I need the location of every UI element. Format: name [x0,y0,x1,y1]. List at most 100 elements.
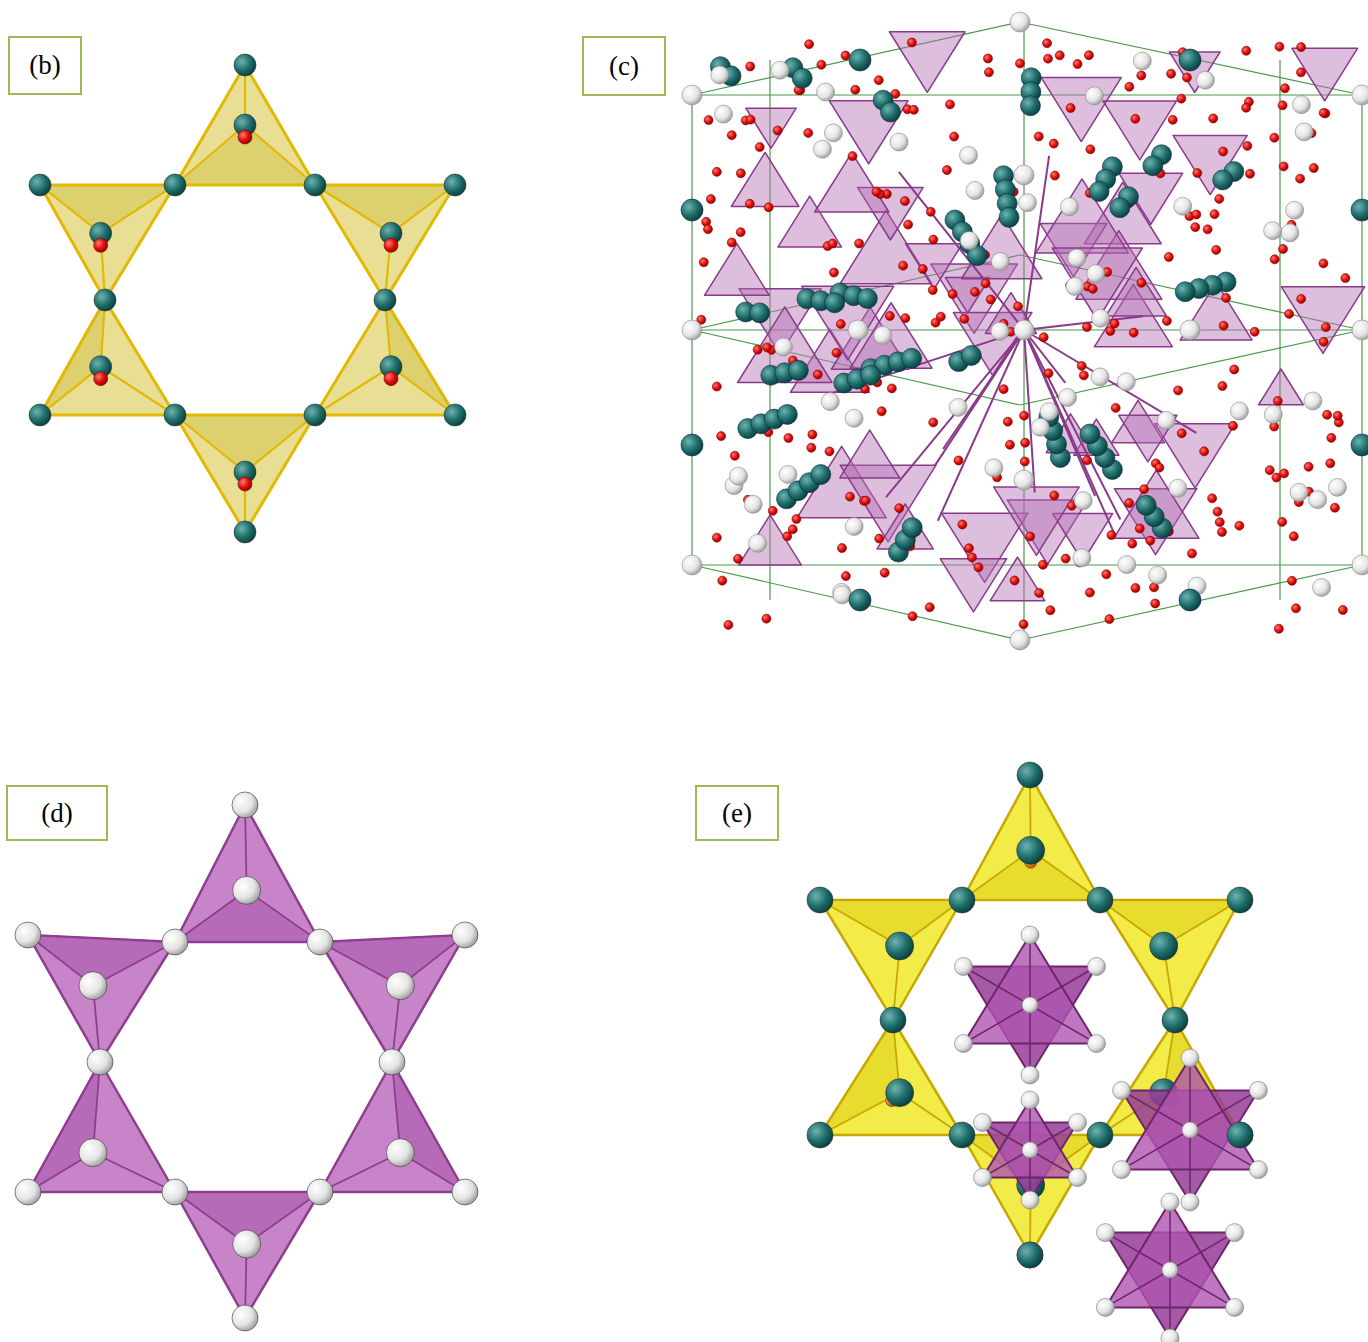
atom-ball [986,295,995,304]
atom-ball [1111,403,1120,412]
atom-ball [1177,429,1186,438]
atom-ball [954,456,963,465]
atom-ball [1208,494,1217,503]
atom-ball [1352,320,1368,340]
atom-ball [1040,403,1058,421]
tetrahedron-face [1292,48,1358,100]
atom-ball [1227,1122,1253,1148]
atom-ball [1227,887,1253,913]
atom-ball [1227,1122,1253,1148]
atom-ball [964,544,973,553]
atom-ball [1289,532,1298,541]
atom-ball [813,140,831,158]
atom-ball [1092,309,1110,327]
atom-ball [1161,1329,1179,1342]
bond-line [1122,1130,1190,1170]
atom-ball [1179,589,1201,611]
atom-ball [874,326,892,344]
atom-ball [1073,549,1091,567]
atom-ball [79,1139,107,1167]
atom-ball [829,268,838,277]
bond-line [964,1005,1031,1044]
atom-ball [955,1035,973,1053]
atom-ball [1168,115,1177,124]
atom-ball [1035,588,1044,597]
atom-ball [828,239,837,248]
bond-line [1170,1270,1235,1307]
tetrahedron-face [1100,900,1240,1020]
bond-line [1189,1058,1191,1130]
atom-ball [845,492,854,501]
atom-ball [1281,224,1299,242]
tetrahedron-face [820,1020,900,1135]
atom-ball [682,320,702,340]
atom-ball [880,568,889,577]
tetrahedron-face [175,805,320,942]
atom-ball [734,554,743,563]
atom-ball [1079,371,1088,380]
atom-ball [1279,244,1288,253]
atom-ball [1082,456,1091,465]
atom-ball [1249,1161,1267,1179]
atom-ball [887,384,896,393]
atom-ball [985,459,1003,477]
tetrahedron-face [1052,248,1142,320]
atom-ball [1034,132,1043,141]
atom-ball [967,553,976,562]
atom-ball [1061,554,1070,563]
atom-ball [384,238,398,252]
atom-ball [1181,1193,1199,1211]
atom-ball [926,207,935,216]
atom-ball [1080,424,1100,444]
atom-ball [958,520,967,529]
atom-ball [1091,368,1109,386]
bond-line [938,330,1024,521]
atom-ball [1128,539,1137,548]
atom-ball [233,876,261,904]
atom-ball [832,348,841,357]
atom-ball [904,220,913,229]
tetrahedron-face [906,244,963,289]
atom-ball [750,303,770,323]
atom-ball [1295,123,1313,141]
tetrahedron-face [40,300,175,415]
atom-ball [706,195,715,204]
atom-ball [1319,259,1328,268]
atom-ball [1217,527,1226,536]
atom-ball [784,434,793,443]
atom-ball [1218,382,1227,391]
atom-ball [857,288,877,308]
tetrahedron-face [320,935,465,1062]
bond-line [1029,1005,1031,1075]
atom-ball [1161,1193,1179,1211]
atom-ball [1290,483,1308,501]
atom-ball [1180,320,1200,340]
atom-ball [736,228,745,237]
bond-line [1190,1090,1258,1130]
atom-ball [1164,252,1173,261]
tetrahedron-face [962,1135,1100,1255]
bond-line [1122,1090,1190,1130]
atom-ball [1328,478,1346,496]
atom-ball [1250,327,1259,336]
atom-ball [925,603,934,612]
atom-ball [1125,499,1134,508]
atom-ball [746,115,755,124]
atom-ball [849,589,871,611]
atom-ball [384,372,398,386]
atom-ball [1169,479,1187,497]
atom-ball [1274,624,1283,633]
atom-ball [1304,462,1313,471]
atom-ball [936,312,945,321]
bond-line [899,172,1024,330]
atom-ball [1162,1262,1178,1278]
atom-ball [974,563,983,572]
tetrahedron-face [746,108,796,148]
atom-ball [1280,84,1289,93]
panel-label: (c) [609,51,639,82]
atom-ball [699,258,708,267]
atom-ball [1326,459,1335,468]
atom-ball [1215,194,1224,203]
atom-ball [774,338,792,356]
atom-ball [1203,225,1212,234]
